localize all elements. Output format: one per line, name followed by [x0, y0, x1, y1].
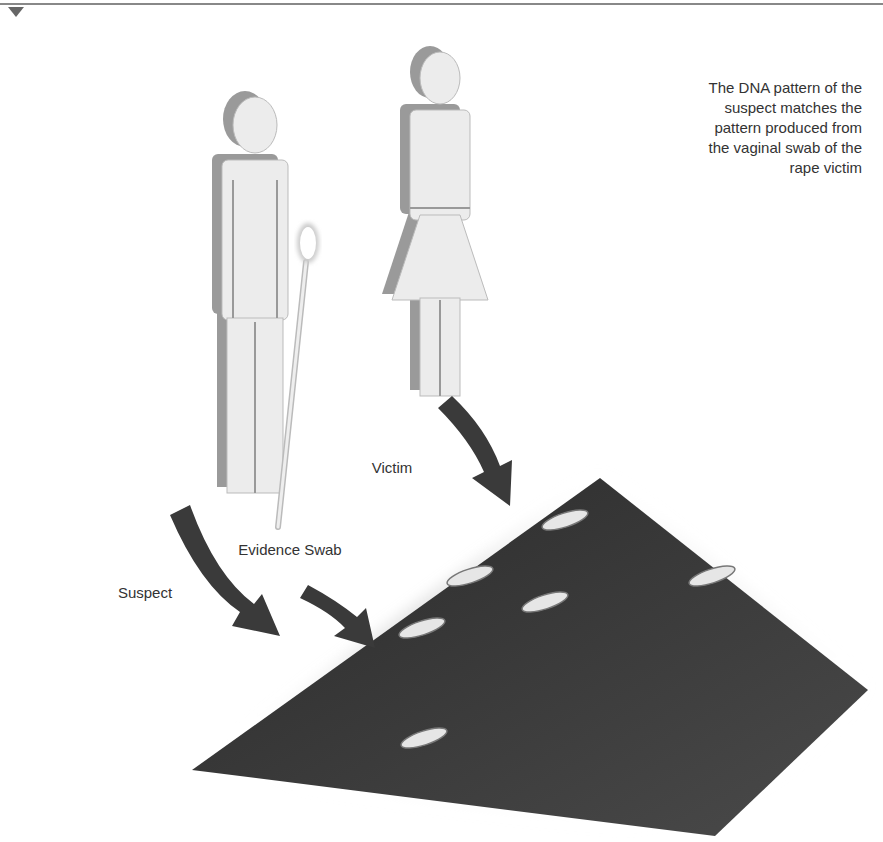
- top-rule: [0, 3, 883, 5]
- evidence-swab: [278, 223, 319, 527]
- corner-triangle: [8, 7, 24, 17]
- figure-label: Victim: [352, 458, 432, 478]
- gel-plate: [192, 478, 868, 836]
- dna-bands: [397, 506, 737, 752]
- victim-figure: [382, 46, 488, 396]
- suspect-figure: [212, 91, 288, 493]
- figure-label: Suspect: [100, 583, 190, 603]
- flow-arrows: [170, 396, 512, 648]
- gel-glow: [180, 465, 880, 842]
- caption-note: The DNA pattern of the suspect matches t…: [690, 78, 862, 178]
- figure-label: Evidence Swab: [235, 540, 345, 560]
